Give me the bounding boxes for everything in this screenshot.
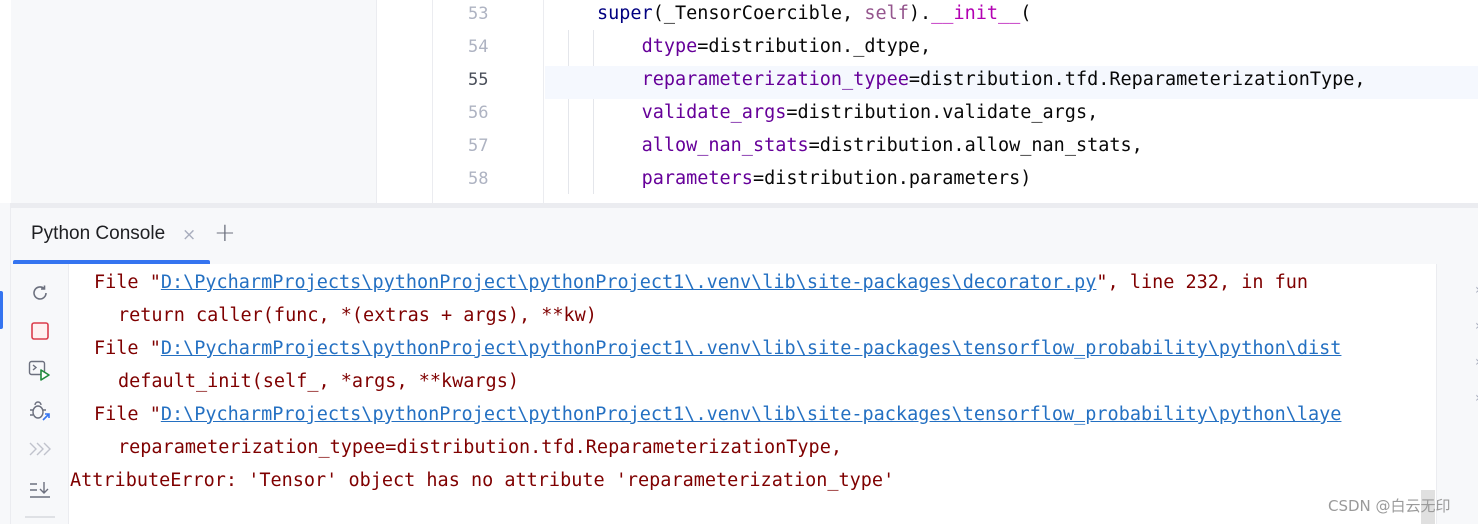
line-number: 53 bbox=[468, 4, 489, 24]
fold-icon[interactable]: › bbox=[1475, 390, 1478, 406]
editor-left-panel bbox=[11, 0, 377, 203]
rerun-icon bbox=[33, 285, 47, 300]
traceback-line: File "D:\PycharmProjects\pythonProject\p… bbox=[70, 330, 1436, 363]
scroll-to-end-icon bbox=[30, 482, 50, 498]
code-lines[interactable]: super(_TensorCoercible, self).__init__( … bbox=[545, 0, 1478, 198]
code-line[interactable]: dtype=distribution._dtype, bbox=[545, 33, 1478, 66]
error-message: AttributeError: 'Tensor' object has no a… bbox=[70, 470, 895, 491]
code-line[interactable]: reparameterization_typee=distribution.tf… bbox=[545, 66, 1478, 99]
traceback-line: File "D:\PycharmProjects\pythonProject\p… bbox=[70, 396, 1436, 429]
line-number: 54 bbox=[468, 37, 489, 57]
code-line[interactable]: parameters=distribution.parameters) bbox=[545, 165, 1478, 198]
code-token: __init__ bbox=[931, 3, 1021, 24]
console-output[interactable]: File "D:\PycharmProjects\pythonProject\p… bbox=[70, 264, 1436, 524]
code-token: self bbox=[864, 3, 909, 24]
active-tab-indicator bbox=[13, 260, 210, 264]
console-toolbar bbox=[11, 264, 69, 524]
code-token: (_TensorCoercible, bbox=[652, 3, 865, 24]
indent-guide bbox=[593, 30, 594, 194]
code-token: =distribution.parameters) bbox=[752, 168, 1032, 189]
code-token: allow_nan_stats bbox=[641, 135, 809, 156]
traceback-prefix: File " bbox=[94, 404, 161, 425]
code-token bbox=[597, 168, 642, 189]
stop-icon bbox=[31, 322, 49, 340]
left-tool-strip bbox=[0, 0, 11, 524]
rerun-button[interactable] bbox=[27, 280, 53, 306]
traceback-suffix: ", line 232, in fun bbox=[1096, 272, 1309, 293]
code-token bbox=[597, 36, 642, 57]
scrollbar-thumb[interactable] bbox=[1421, 490, 1435, 524]
code-editor[interactable]: 53 54 55 56 57 58 super(_TensorCoercible… bbox=[0, 0, 1478, 203]
code-token bbox=[597, 102, 642, 123]
file-link[interactable]: D:\PycharmProjects\pythonProject\pythonP… bbox=[160, 272, 1097, 293]
code-line[interactable]: super(_TensorCoercible, self).__init__( bbox=[545, 0, 1478, 33]
line-numbers: 53 54 55 56 57 58 bbox=[432, 0, 544, 198]
line-number-current: 55 bbox=[468, 70, 489, 90]
more-button[interactable] bbox=[27, 436, 53, 462]
tab-label: Python Console bbox=[31, 223, 166, 244]
panel-divider[interactable] bbox=[11, 203, 1478, 208]
code-token bbox=[597, 69, 642, 90]
traceback-prefix: File " bbox=[94, 272, 161, 293]
code-token: validate_args bbox=[641, 102, 787, 123]
debug-button[interactable] bbox=[27, 398, 53, 424]
traceback-line: default_init(self_, *args, **kwargs) bbox=[118, 371, 519, 392]
line-number: 56 bbox=[468, 103, 489, 123]
code-token: =distribution.validate_args, bbox=[786, 102, 1099, 123]
code-token: super bbox=[597, 3, 653, 24]
code-token: dtype bbox=[641, 36, 698, 57]
code-line[interactable]: validate_args=distribution.validate_args… bbox=[545, 99, 1478, 132]
code-token: reparameterization_typee bbox=[641, 69, 909, 90]
file-link[interactable]: D:\PycharmProjects\pythonProject\pythonP… bbox=[160, 338, 1342, 359]
code-line[interactable]: allow_nan_stats=distribution.allow_nan_s… bbox=[545, 132, 1478, 165]
console-lines: File "D:\PycharmProjects\pythonProject\p… bbox=[70, 264, 1436, 495]
close-icon[interactable]: × bbox=[182, 225, 197, 245]
execute-button[interactable] bbox=[27, 358, 53, 384]
file-link[interactable]: D:\PycharmProjects\pythonProject\pythonP… bbox=[160, 404, 1342, 425]
fold-icon[interactable]: › bbox=[1475, 354, 1478, 370]
indent-guide bbox=[568, 30, 569, 194]
toolbar-separator bbox=[25, 516, 55, 518]
code-token: =distribution.allow_nan_stats, bbox=[808, 135, 1143, 156]
traceback-line: reparameterization_typee=distribution.tf… bbox=[118, 437, 842, 458]
code-token: ). bbox=[908, 3, 932, 24]
watermark: CSDN @白云无印 bbox=[1328, 497, 1451, 515]
traceback-line: return caller(func, *(extras + args), **… bbox=[118, 305, 597, 326]
console-tab-bar: Python Console × + bbox=[11, 208, 1478, 264]
debug-icon bbox=[30, 401, 50, 421]
code-token: parameters bbox=[641, 168, 753, 189]
add-icon[interactable]: + bbox=[214, 218, 236, 248]
code-token: =distribution._dtype, bbox=[697, 36, 932, 57]
code-token: =distribution.tfd.ReparameterizationType… bbox=[908, 69, 1366, 90]
code-token: ( bbox=[1020, 3, 1032, 24]
line-number-gutter bbox=[432, 0, 545, 203]
scroll-to-end-button[interactable] bbox=[27, 476, 53, 502]
traceback-line: File "D:\PycharmProjects\pythonProject\p… bbox=[70, 264, 1436, 297]
active-tool-window-marker bbox=[0, 291, 3, 329]
traceback-prefix: File " bbox=[94, 338, 161, 359]
gutter-separator bbox=[543, 0, 544, 203]
line-number: 58 bbox=[468, 169, 489, 189]
right-gutter: › › › › bbox=[1436, 264, 1478, 524]
fold-icon[interactable]: › bbox=[1475, 318, 1478, 334]
fold-icon[interactable]: › bbox=[1475, 282, 1478, 298]
more-icon bbox=[29, 442, 51, 456]
line-number: 57 bbox=[468, 136, 489, 156]
execute-icon bbox=[28, 360, 50, 381]
stop-button[interactable] bbox=[27, 318, 53, 344]
code-token bbox=[597, 135, 642, 156]
tab-python-console[interactable]: Python Console × bbox=[12, 208, 210, 264]
